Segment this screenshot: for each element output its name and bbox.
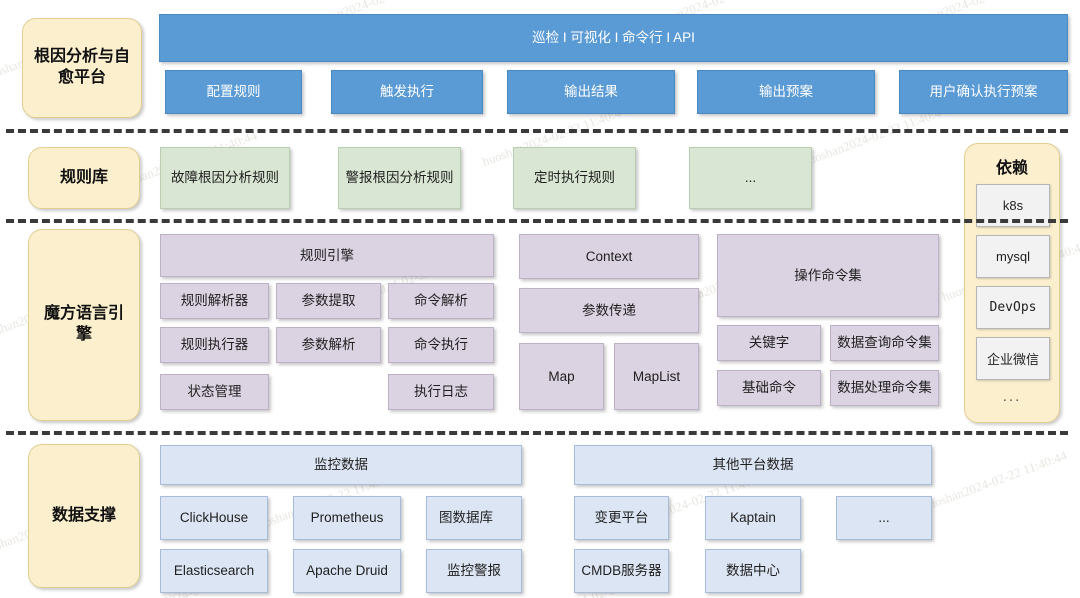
- engine-command-basic[interactable]: 基础命令: [717, 370, 821, 406]
- divider-platform-rules: [6, 129, 1068, 133]
- data-source-graph-database[interactable]: 图数据库: [426, 496, 522, 540]
- engine-context-type-maplist[interactable]: MapList: [614, 343, 699, 410]
- data-source-more[interactable]: ...: [836, 496, 932, 540]
- layer-label-data: 数据支撑: [28, 444, 140, 588]
- engine-context-title: Context: [519, 234, 699, 279]
- engine-rule-engine-title: 规则引擎: [160, 234, 494, 277]
- rule-item-more[interactable]: ...: [689, 147, 812, 209]
- data-source-prometheus[interactable]: Prometheus: [293, 496, 401, 540]
- dependency-item-mysql[interactable]: mysql: [976, 235, 1050, 278]
- engine-command-data-query-set[interactable]: 数据查询命令集: [830, 325, 939, 361]
- data-source-elasticsearch[interactable]: Elasticsearch: [160, 549, 268, 593]
- engine-param-parse[interactable]: 参数解析: [276, 327, 381, 363]
- data-source-apache-druid[interactable]: Apache Druid: [293, 549, 401, 593]
- platform-step-trigger-execution[interactable]: 触发执行: [331, 70, 483, 114]
- data-source-change-platform[interactable]: 变更平台: [574, 496, 669, 540]
- engine-param-passing: 参数传递: [519, 288, 699, 333]
- divider-rules-engine: [6, 219, 1068, 223]
- engine-command-execute[interactable]: 命令执行: [388, 327, 494, 363]
- platform-step-configure-rules[interactable]: 配置规则: [165, 70, 302, 114]
- data-source-cmdb-server[interactable]: CMDB服务器: [574, 549, 669, 593]
- engine-state-management[interactable]: 状态管理: [160, 374, 269, 410]
- platform-step-output-result[interactable]: 输出结果: [507, 70, 675, 114]
- data-other-platform-title: 其他平台数据: [574, 445, 932, 485]
- engine-rule-parser[interactable]: 规则解析器: [160, 283, 269, 319]
- divider-engine-data: [6, 431, 1068, 435]
- engine-command-data-process-set[interactable]: 数据处理命令集: [830, 370, 939, 406]
- engine-execution-log[interactable]: 执行日志: [388, 374, 494, 410]
- platform-step-user-confirm-plan[interactable]: 用户确认执行预案: [899, 70, 1068, 114]
- watermark-text: huoshan2024-02-22 11:40:44: [920, 447, 1069, 515]
- layer-label-rules: 规则库: [28, 147, 140, 209]
- platform-banner: 巡检 I 可视化 I 命令行 I API: [159, 14, 1068, 62]
- rule-item-fault-root-cause[interactable]: 故障根因分析规则: [160, 147, 290, 209]
- layer-label-engine: 魔方语言引擎: [28, 229, 140, 421]
- dependency-panel: 依赖 k8s mysql DevOps 企业微信 ...: [964, 143, 1060, 423]
- engine-command-keyword[interactable]: 关键字: [717, 325, 821, 361]
- data-monitoring-title: 监控数据: [160, 445, 522, 485]
- dependency-title: 依赖: [995, 160, 1028, 177]
- rule-item-scheduled-execution[interactable]: 定时执行规则: [513, 147, 636, 209]
- data-source-data-center[interactable]: 数据中心: [705, 549, 801, 593]
- engine-command-parse[interactable]: 命令解析: [388, 283, 494, 319]
- data-source-monitoring-alert[interactable]: 监控警报: [426, 549, 522, 593]
- data-source-kaptain[interactable]: Kaptain: [705, 496, 801, 540]
- dependency-item-devops[interactable]: DevOps: [976, 286, 1050, 329]
- platform-step-output-plan[interactable]: 输出预案: [697, 70, 875, 114]
- engine-context-type-map[interactable]: Map: [519, 343, 604, 410]
- data-source-clickhouse[interactable]: ClickHouse: [160, 496, 268, 540]
- engine-command-set-title: 操作命令集: [717, 234, 939, 317]
- dependency-item-wecom[interactable]: 企业微信: [976, 337, 1050, 380]
- engine-rule-executor[interactable]: 规则执行器: [160, 327, 269, 363]
- dependency-ellipsis: ...: [1002, 388, 1022, 405]
- layer-label-platform: 根因分析与自愈平台: [22, 18, 142, 118]
- rule-item-alert-root-cause[interactable]: 警报根因分析规则: [338, 147, 461, 209]
- engine-param-extract[interactable]: 参数提取: [276, 283, 381, 319]
